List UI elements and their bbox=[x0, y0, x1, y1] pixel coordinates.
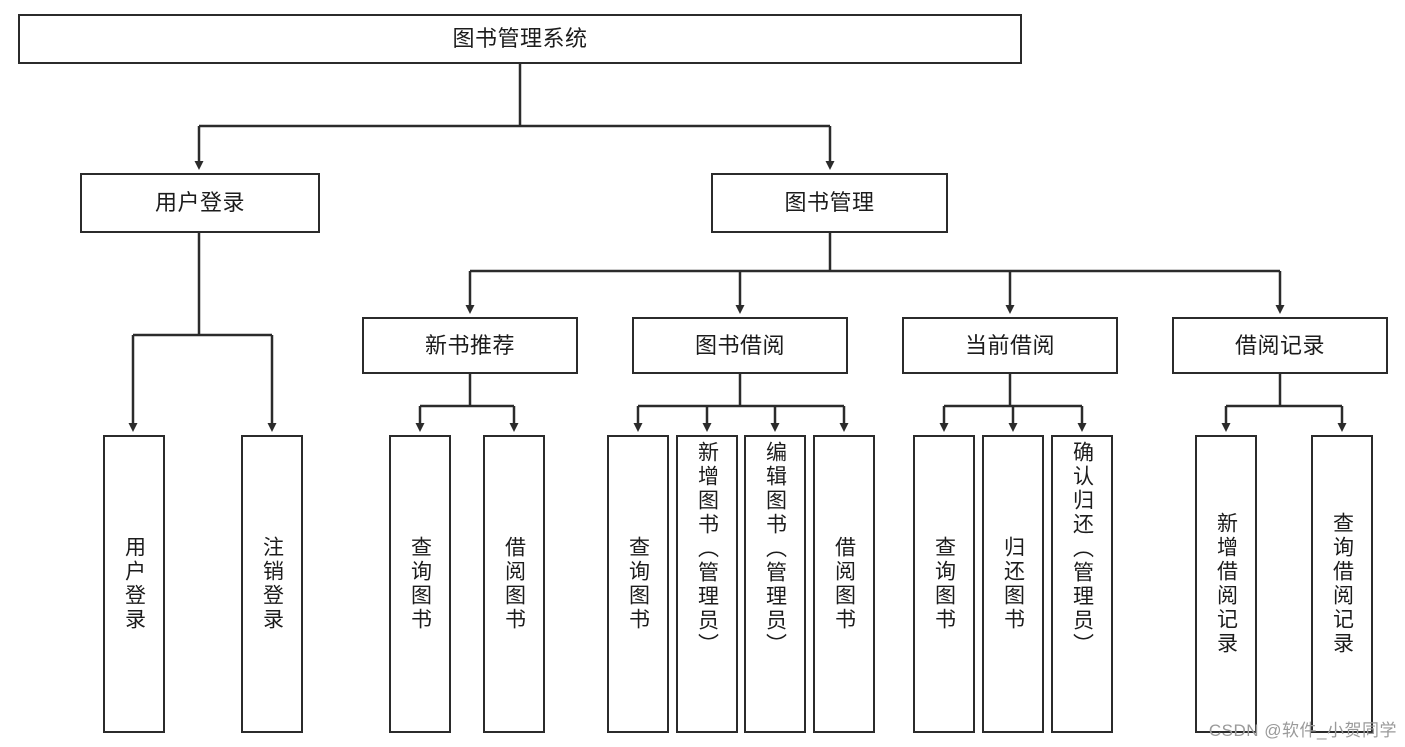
node-book-borrow[interactable]: 图书借阅 bbox=[632, 317, 848, 374]
node-leaf-confirm-return[interactable]: 确认归还（管理员） bbox=[1051, 435, 1113, 733]
node-label: 编辑图书（管理员） bbox=[763, 441, 787, 657]
node-leaf-query-book-current[interactable]: 查询图书 bbox=[913, 435, 975, 733]
node-leaf-return-book[interactable]: 归还图书 bbox=[982, 435, 1044, 733]
node-leaf-add-book[interactable]: 新增图书（管理员） bbox=[676, 435, 738, 733]
node-label: 查询借阅记录 bbox=[1330, 512, 1354, 656]
node-label: 用户登录 bbox=[122, 536, 146, 632]
node-root-system[interactable]: 图书管理系统 bbox=[18, 14, 1022, 64]
node-label: 用户登录 bbox=[154, 190, 245, 215]
node-leaf-borrow-book-rec[interactable]: 借阅图书 bbox=[483, 435, 545, 733]
node-label: 确认归还（管理员） bbox=[1070, 441, 1094, 657]
node-leaf-query-record[interactable]: 查询借阅记录 bbox=[1311, 435, 1373, 733]
node-book-manage[interactable]: 图书管理 bbox=[711, 173, 948, 233]
node-current-borrow[interactable]: 当前借阅 bbox=[902, 317, 1118, 374]
node-new-book-rec[interactable]: 新书推荐 bbox=[362, 317, 578, 374]
node-label: 查询图书 bbox=[626, 536, 650, 632]
node-label: 图书管理 bbox=[784, 190, 875, 215]
node-leaf-query-book-rec[interactable]: 查询图书 bbox=[389, 435, 451, 733]
node-label: 借阅记录 bbox=[1234, 332, 1325, 358]
node-leaf-query-book-borrow[interactable]: 查询图书 bbox=[607, 435, 669, 733]
node-label: 查询图书 bbox=[408, 536, 432, 632]
node-label: 图书借阅 bbox=[694, 332, 785, 358]
node-borrow-record[interactable]: 借阅记录 bbox=[1172, 317, 1388, 374]
node-leaf-borrow-book[interactable]: 借阅图书 bbox=[813, 435, 875, 733]
node-label: 图书管理系统 bbox=[452, 26, 588, 51]
node-label: 当前借阅 bbox=[964, 332, 1055, 358]
node-leaf-edit-book[interactable]: 编辑图书（管理员） bbox=[744, 435, 806, 733]
node-leaf-user-login[interactable]: 用户登录 bbox=[103, 435, 165, 733]
node-label: 新增图书（管理员） bbox=[695, 441, 719, 657]
node-label: 借阅图书 bbox=[832, 536, 856, 632]
node-label: 查询图书 bbox=[932, 536, 956, 632]
node-label: 注销登录 bbox=[260, 536, 284, 632]
node-leaf-add-record[interactable]: 新增借阅记录 bbox=[1195, 435, 1257, 733]
node-label: 新增借阅记录 bbox=[1214, 512, 1238, 656]
node-label: 归还图书 bbox=[1001, 536, 1025, 632]
node-leaf-user-logout[interactable]: 注销登录 bbox=[241, 435, 303, 733]
node-user-login[interactable]: 用户登录 bbox=[80, 173, 320, 233]
node-label: 新书推荐 bbox=[424, 332, 515, 358]
node-label: 借阅图书 bbox=[502, 536, 526, 632]
